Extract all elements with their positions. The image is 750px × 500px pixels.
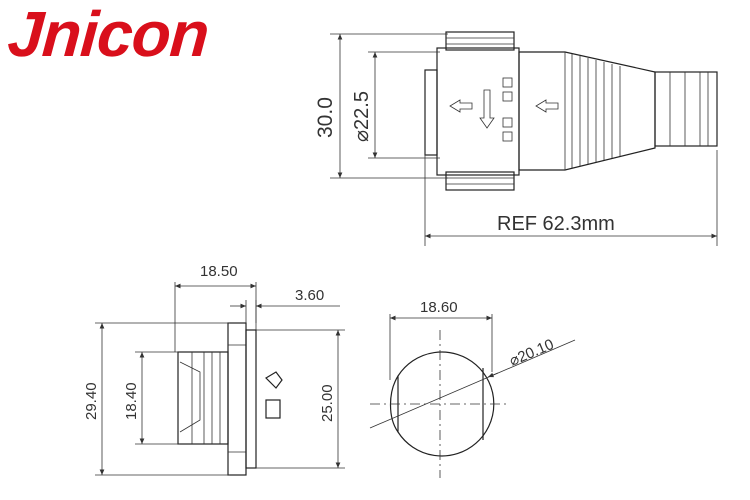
top-dimension-lines [330, 33, 718, 246]
dim-ref-length: REF 62.3mm [497, 213, 615, 235]
dim-body-29-40: 29.40 [83, 382, 100, 420]
dim-panel-width: 18.50 [200, 263, 238, 280]
socket-dimension-lines [95, 282, 345, 476]
dim-flange-25-00: 25.00 [319, 384, 336, 422]
panel-cutout-view [369, 314, 576, 478]
dim-height-30: 30.0 [314, 97, 337, 138]
dim-diameter-20-10: ⌀20.10 [507, 336, 557, 370]
dim-flat-18-60: 18.60 [420, 299, 458, 316]
dim-thread-18-40: 18.40 [123, 382, 140, 420]
dim-flange: 3.60 [295, 287, 324, 304]
connector-side-view [424, 31, 718, 191]
dim-diameter-22-5: ⌀22.5 [351, 91, 373, 142]
socket-side-view [177, 322, 283, 476]
